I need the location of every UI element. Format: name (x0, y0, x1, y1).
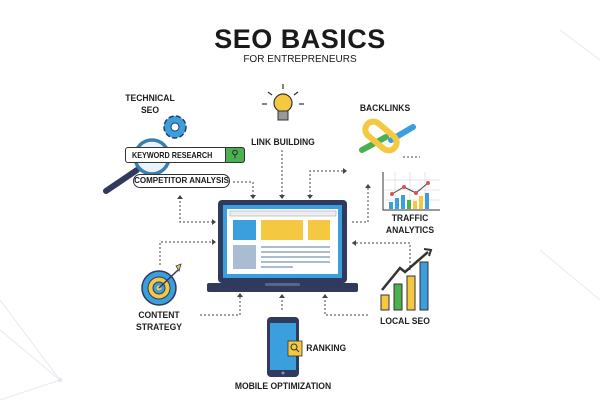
page-title: SEO BASICS (214, 24, 386, 54)
chain-link-icon (359, 118, 416, 154)
connector-arrowheads (177, 168, 371, 298)
label-ranking: RANKING (306, 343, 347, 354)
traffic-chart-icon (382, 172, 440, 211)
gear-icon (163, 115, 187, 139)
competitor-analysis-pill: COMPETITOR ANALYSIS (133, 174, 230, 188)
label-backlinks: BACKLINKS (359, 103, 411, 114)
page-subtitle: FOR ENTREPRENEURS (243, 54, 357, 65)
laptop-icon (207, 200, 358, 292)
label-content-strategy: CONTENT STRATEGY (136, 310, 182, 333)
background-network (0, 29, 600, 400)
target-icon (141, 263, 182, 306)
light-bulb-icon (262, 84, 304, 121)
label-traffic-analytics: TRAFFIC ANALYTICS (385, 213, 435, 236)
label-mobile-optimization: MOBILE OPTIMIZATION (234, 381, 332, 392)
connector-lines (159, 150, 420, 316)
label-technical-seo: TECHNICAL SEO (125, 93, 175, 116)
label-link-building: LINK BUILDING (251, 137, 315, 148)
growth-chart-icon (380, 248, 433, 311)
keyword-research-search-bar[interactable]: KEYWORD RESEARCH ⚲ (125, 146, 245, 163)
search-icon[interactable]: ⚲ (225, 146, 245, 163)
smartphone-icon (267, 317, 303, 377)
label-local-seo: LOCAL SEO (380, 316, 430, 327)
keyword-research-label: KEYWORD RESEARCH (132, 150, 213, 160)
